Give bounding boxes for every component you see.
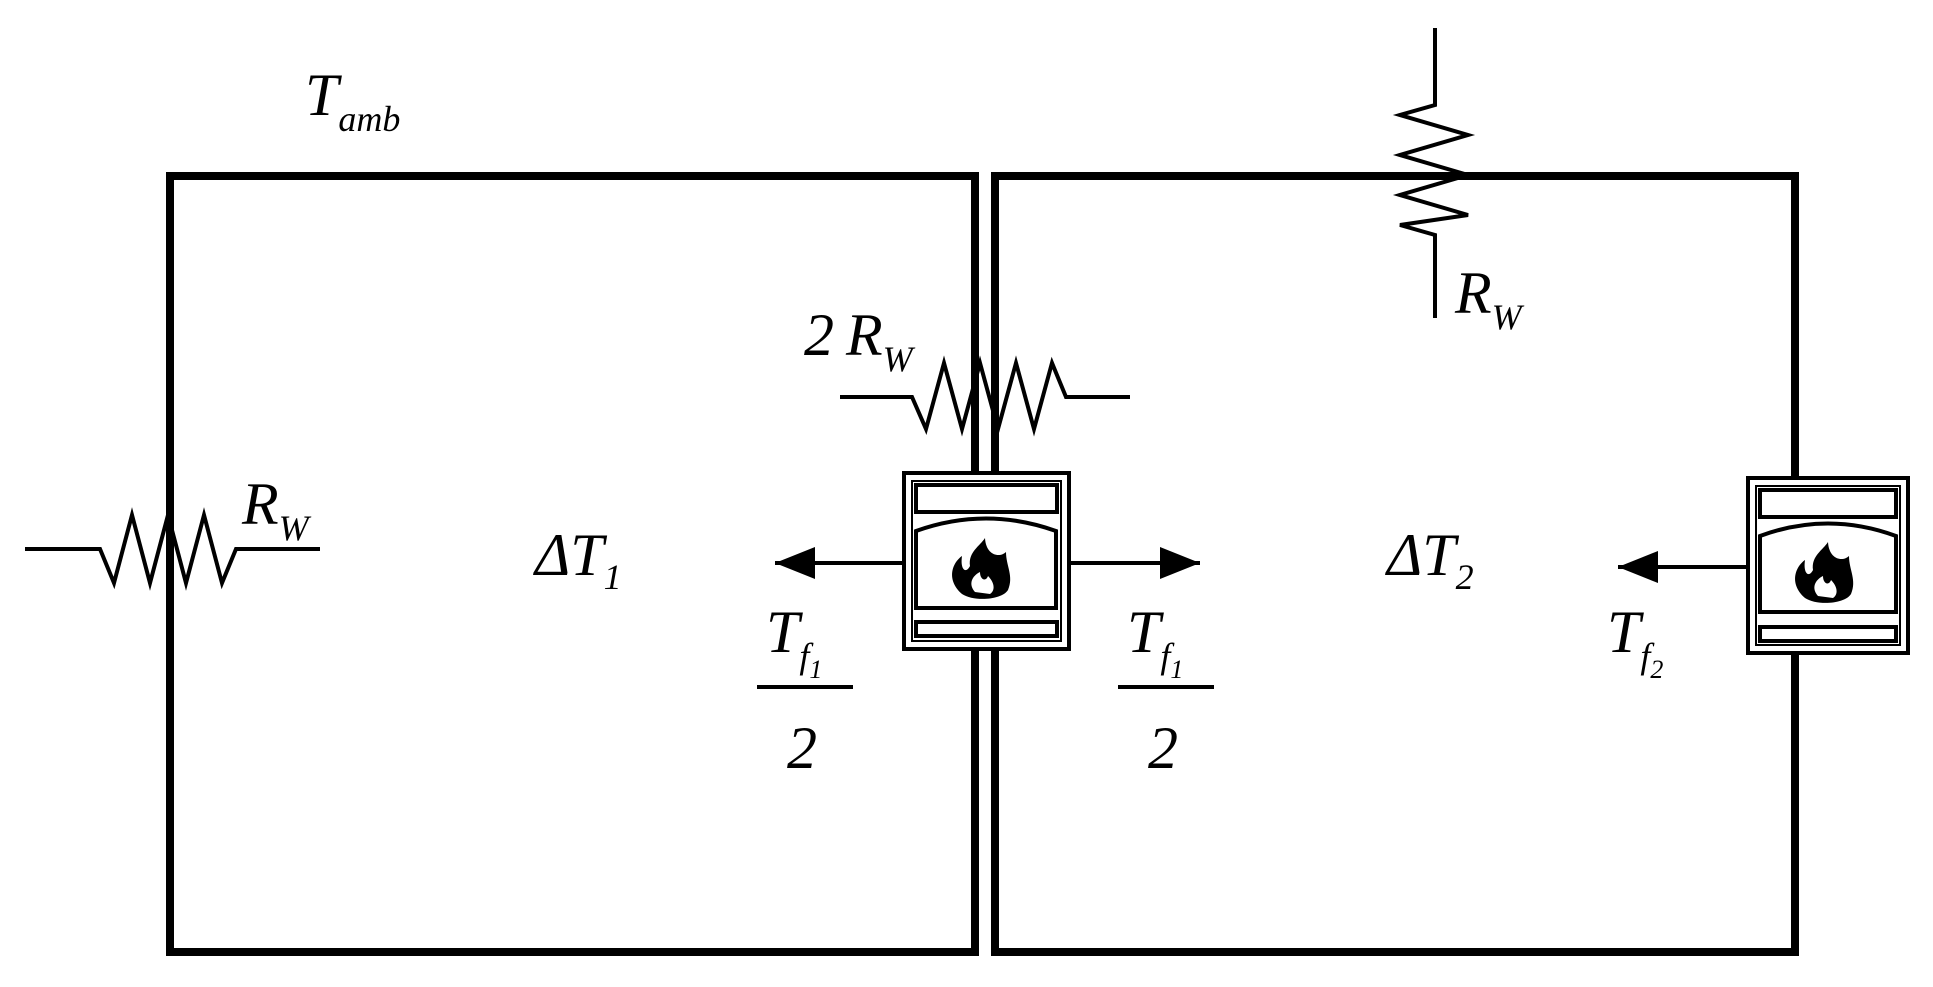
resistor-left-wall bbox=[25, 507, 320, 591]
label-tf2: Tf2 bbox=[1607, 599, 1663, 684]
fireplace-icon bbox=[902, 471, 1071, 651]
label-delta-t1: ΔT1 bbox=[533, 522, 622, 597]
label-tf1-left-denominator: 2 bbox=[787, 715, 817, 781]
flame-icon bbox=[952, 538, 1011, 599]
flame-icon bbox=[1795, 542, 1854, 603]
label-tf1-right-numerator: Tf1 bbox=[1127, 599, 1183, 684]
label-rw-left: RW bbox=[241, 471, 312, 548]
label-tf1-left-numerator: Tf1 bbox=[766, 599, 822, 684]
label-delta-t2: ΔT2 bbox=[1385, 522, 1474, 597]
resistor-shared-wall bbox=[840, 355, 1130, 437]
resistor-top-wall bbox=[1392, 28, 1476, 318]
label-t-amb: Tamb bbox=[305, 62, 400, 139]
label-rw-top: RW bbox=[1454, 260, 1525, 337]
fireplace-icon bbox=[1746, 476, 1910, 655]
label-tf1-right-denominator: 2 bbox=[1148, 715, 1178, 781]
